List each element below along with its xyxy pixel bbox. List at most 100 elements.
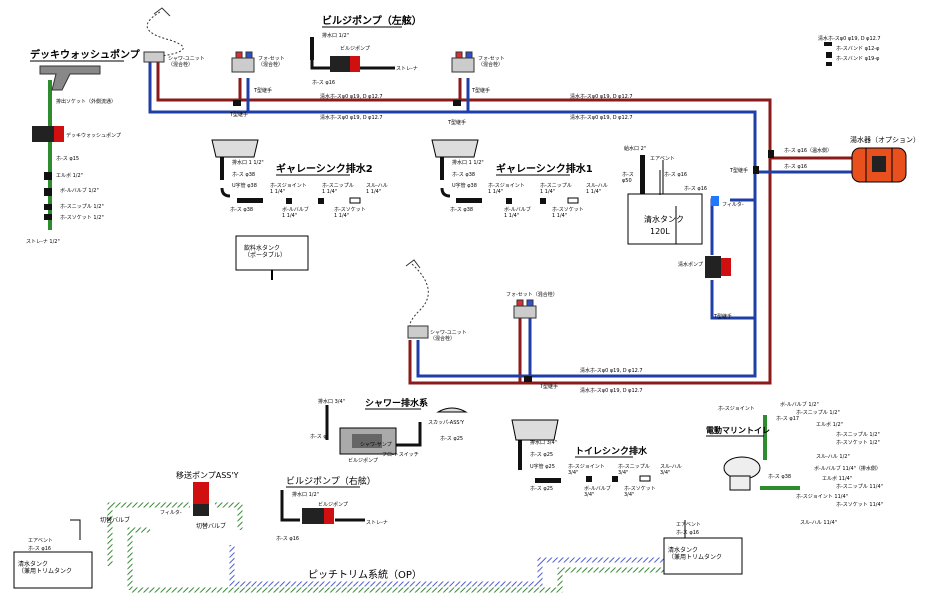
t-joint-top4-label: T型継手 <box>447 119 466 126</box>
deck-pump-label: デッキウォッシュポンプ <box>66 132 121 139</box>
shower-unit-mid-label: シャワ-ユニット（混合栓） <box>430 330 467 342</box>
mt-hose17: ホ-ス φ17 <box>776 416 799 422</box>
g1-hose: ホ-ス φ38 <box>452 172 475 178</box>
galley1-title: ギャレーシンク排水1 <box>496 162 593 175</box>
galley-sink-2-icon <box>211 139 259 158</box>
mt-socket2: ホ-スソケット 1/2" <box>836 439 880 446</box>
filter-icon <box>711 196 719 206</box>
mt-nipple2: ホ-スニップル 1/2" <box>836 432 880 438</box>
deck-socket-label: ホ-スソケット 1/2" <box>60 214 104 221</box>
valve-right-label: 切替バルブ <box>196 522 226 530</box>
fresh-water-pump-icon <box>705 256 731 278</box>
deck-wash-title: デッキウォッシュポンプ <box>30 48 141 61</box>
toilet-hose25b: ホ-ス φ25 <box>530 486 553 492</box>
g2-utrap: U字管 φ38 <box>232 182 257 189</box>
mt-thru: スル-ハル 11/4" <box>800 520 837 526</box>
g1-drain: 排水口 1 1/2" <box>452 159 484 166</box>
g2-hose38b: ホ-ス φ38 <box>230 207 253 213</box>
toilet-green-hose <box>760 415 800 490</box>
faucet-mid-icon <box>513 299 537 319</box>
heater-hose-cold: ホ-ス φ16 <box>784 164 807 170</box>
transfer-filter: フィルタ- <box>160 509 182 516</box>
tank-filter: フィルタ- <box>722 201 744 208</box>
trim-l-hose: ホ-ス φ16 <box>28 546 51 552</box>
deck-hose-label: ホ-ス φ15 <box>56 156 79 162</box>
toilet-drain-title: トイレシンク排水 <box>575 445 648 457</box>
tank-lines <box>659 160 700 245</box>
shower-drain-title: シャワー排水系 <box>365 397 428 409</box>
shower-hose: ホ-ス φ <box>310 434 327 440</box>
mt-nipple3: ホ-スニップル 11/4" <box>836 484 883 490</box>
t-joint-top3-label: T型継手 <box>471 87 490 94</box>
mt-nipple: ホ-スニップル 1/2" <box>796 410 840 416</box>
shower-unit-top-label: シャワ-ユニット（混合栓） <box>168 56 205 68</box>
br-pump: ビルジポンプ <box>318 501 348 508</box>
heater-hose-hot: ホ-ス φ16（温水側） <box>784 147 832 154</box>
shower-hose25: ホ-ス φ25 <box>440 436 463 442</box>
tank-hose16b: ホ-ス φ16 <box>684 186 707 192</box>
toilet-utrap: U字管 φ25 <box>530 463 555 470</box>
t-joint-top2-label: T型継手 <box>229 111 248 118</box>
shower-head-top-icon <box>143 7 184 63</box>
marine-toilet-icon <box>723 456 761 491</box>
tank-capacity: 120L <box>650 227 670 236</box>
drain-bars <box>237 155 645 483</box>
br-drain: 排水口 1/2" <box>292 491 319 498</box>
heater-title: 湯水器（オプション） <box>850 135 920 144</box>
portable-name: 飲料水タンク（ポータブル） <box>244 244 286 259</box>
t-joint-mid-label: T型継手 <box>539 383 558 390</box>
trim-r-name: 清水タンク（兼用トリムタンク <box>668 546 722 561</box>
mt-ball: ボ-ルバルブ 1/2" <box>780 401 819 408</box>
strainer-left-label: ストレ-ナ <box>396 66 418 72</box>
bilge-pump-left-icon <box>330 56 360 72</box>
legend-b: ホ-スバンド φ12-φ <box>836 46 880 52</box>
tank-hose16: ホ-ス φ16 <box>664 172 687 178</box>
pipe3-label: 清水ホ-スφ0 φ19, D φ12.7 <box>570 93 633 100</box>
shower-scupper: スカッパ-ASS'Y <box>428 420 465 426</box>
trim-r-vent: エアベント <box>676 522 701 528</box>
marine-toilet-title: 電動マリントイレ <box>706 425 770 435</box>
hose16-left-label: ホ-ス φ16 <box>312 80 335 86</box>
deck-ball-label: ボ-ルバルブ 1/2" <box>60 187 99 194</box>
pipe-mid-b: 清水ホ-スφ0 φ19, D φ12.7 <box>580 387 643 394</box>
legend-a: 清水ホ-スφ0 φ19, D φ12.7 <box>818 35 881 42</box>
bilge-pump-right-icon <box>302 508 334 524</box>
trim-l-name: 清水タンク（兼用トリムタンク <box>18 560 72 575</box>
pipe2-label: 清水ホ-スφ0 φ19, D φ12.7 <box>320 114 383 121</box>
mt-joint: ホ-スジョイント <box>718 406 755 412</box>
br-strainer: ストレ-ナ <box>366 520 388 526</box>
mt-joint2: ホ-スジョイント 11/4" <box>796 494 848 500</box>
pipe1-label: 清水ホ-スφ0 φ19, D φ12.7 <box>320 93 383 100</box>
tank-t-joint: T型継手 <box>713 313 732 320</box>
pipe-mid-a: 清水ホ-スφ0 φ19, D φ12.7 <box>580 367 643 374</box>
bilge-left-title: ビルジポンプ（左舷） <box>322 14 422 27</box>
water-heater <box>851 147 907 183</box>
drain-left-label: 排水口 1/2" <box>322 32 349 39</box>
trim-tank-right <box>663 537 743 575</box>
mt-strainer: スル-ハル 1/2" <box>816 454 850 460</box>
mt-socket3: ホ-スソケット 11/4" <box>836 501 883 508</box>
tank-vent: エアベント <box>650 156 675 162</box>
faucet-left-icon <box>231 51 255 73</box>
trim-l-vent: エアベント <box>28 538 53 544</box>
shower-sump-icon <box>339 427 397 455</box>
shower-float: フロ-トスイッチ <box>382 452 419 458</box>
shower-drain: 排水口 3/4" <box>318 398 345 405</box>
deck-wash-gun-icon <box>39 65 101 91</box>
faucet-right-label: フォ-セット（混合栓） <box>478 56 505 68</box>
deck-inlet-label: 排出ソケット（外側流通） <box>56 98 116 105</box>
bilge-pump-left-label: ビルジポンプ <box>340 45 370 52</box>
portable-tank <box>235 235 309 271</box>
shower-head-mid-icon <box>405 259 429 339</box>
